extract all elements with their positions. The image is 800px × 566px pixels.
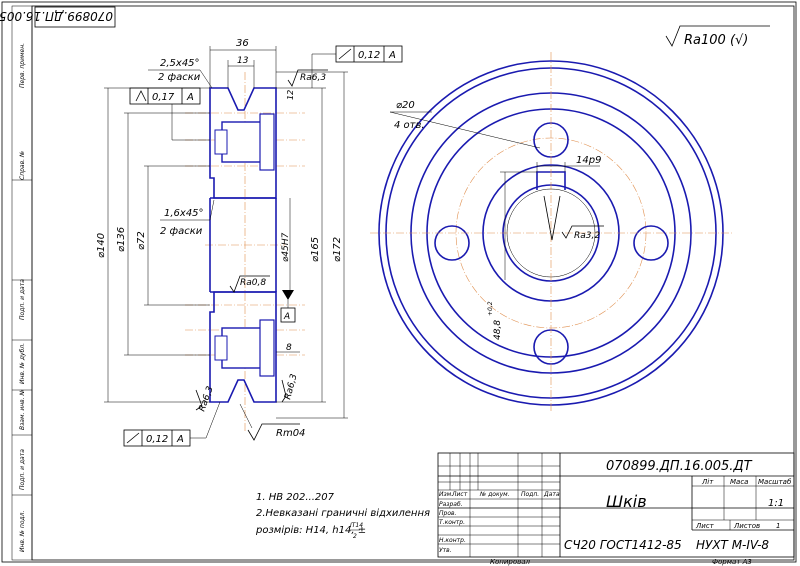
tb-col-scale: Масштаб [758,478,792,486]
tb-row-izm: Изм. [439,491,453,498]
tb-role-2: Пров. [439,510,457,517]
rough-groove: Rm04 [276,428,305,439]
margin-label-5: Взам. инв. № [19,389,26,430]
d-140: ⌀140 [96,233,107,258]
holes-dia: ⌀20 [396,100,415,111]
dim-width: 36 [236,38,249,49]
tb-role-6: Утв. [439,547,452,554]
chamfer-outer-count: 2 фаски [158,72,201,83]
note-line-3: розмірів: H14, h14, ± [255,524,366,536]
tb-row-doc: № докум. [479,491,510,498]
d-136: ⌀136 [116,227,127,252]
svg-text:A: A [176,434,184,445]
tolerance-frame-top: 0,12 A [311,45,403,88]
dim-groove: 13 [237,56,249,66]
general-roughness: Ra100 (√) [665,25,770,48]
svg-text:A: A [186,92,194,103]
rough-key: Ra3,2 [574,231,600,241]
margin-label-6: Подп. и дата [19,449,26,490]
datum-a: A [283,312,290,322]
margin-label-4: Инв. № дубл. [19,343,26,384]
svg-text:0,12: 0,12 [358,50,380,61]
note-line-1: 1. HB 202...207 [256,492,335,503]
d-165: ⌀165 [310,237,321,262]
d-45: ⌀45H7 [281,232,291,262]
roughness-general: Ra100 (√) [684,33,748,48]
tb-sheet-label: Лист [695,522,715,530]
tb-role-1: Разраб. [439,501,463,508]
tb-doc-code: 070899.ДП.16.005.ДТ [606,459,753,474]
tb-material: СЧ20 ГОСТ1412-85 [564,538,682,552]
tb-part-name: Шків [606,492,647,511]
key-depth-tol: +0,2 [487,301,494,316]
hole-left [434,225,470,261]
tb-role-5: Н.контр. [439,537,466,544]
rough-top: Ra6,3 [300,73,326,83]
hole-right [633,225,669,261]
note-frac-num: IT14 [350,522,363,529]
tb-format: Формат А3 [712,558,752,566]
top-left-code: 070899.ДП.16.005.ДТ [0,9,113,23]
svg-text:0,12: 0,12 [146,434,168,445]
tb-row-date: Дата [543,491,560,498]
tb-sheets-label: Листов [733,522,760,530]
rough-bore: Ra0,8 [240,278,266,288]
rough-left-bottom: Ra6,3 [197,385,215,413]
key-width: 14p9 [576,155,601,166]
chamfer-inner-count: 2 фаски [160,226,203,237]
chamfer-outer: 2,5x45° [160,58,200,69]
note-frac-den: 2 [353,533,357,540]
margin-label-1: Перв. примен. [19,43,26,88]
svg-text:0,17: 0,17 [152,92,175,103]
margin-label-2: Справ. № [19,151,26,180]
rough-right-bottom: Ra6,3 [283,373,299,401]
tb-row-list: Лист [451,491,468,498]
technical-notes: 1. HB 202...207 2.Невказані граничні від… [255,492,430,540]
margin-label-3: Подп. и дата [19,279,26,320]
d-172: ⌀172 [332,237,343,262]
dim-top-small: 12 [286,90,295,100]
tb-role-3: Т.контр. [439,519,465,526]
top-left-code-box [34,6,116,28]
dim-bottom-small: 8 [286,343,292,353]
svg-text:A: A [388,50,396,61]
tb-scale-value: 1:1 [768,498,784,509]
section-view: 36 13 2,5x45° 2 фаски 0,17 A 0,12 [96,38,403,447]
tb-col-lit: Літ [701,478,714,486]
tolerance-frame-bottom: 0,12 A [123,401,221,447]
tb-copied: Копировал [490,558,531,566]
tb-sheets-value: 1 [776,522,780,530]
tb-org: НУХТ М-IV-8 [696,538,769,552]
front-view: ⌀20 4 отв. 14p9 Ra3,2 48,8 +0,2 [370,52,732,412]
left-margin-strip: Перв. примен. Справ. № Подп. и дата Инв.… [11,5,33,561]
tb-row-sign: Подп. [521,491,539,498]
chamfer-inner: 1,6x45° [164,208,204,219]
tolerance-frame-left: 0,17 A [129,87,210,141]
title-block: 070899.ДП.16.005.ДТ Изм. Лист № докум. П… [437,452,795,566]
note-line-2: 2.Невказані граничні відхилення [256,507,430,519]
margin-label-7: Инв. № подл. [19,511,26,552]
tb-col-mass: Маса [730,478,748,486]
holes-count: 4 отв. [394,120,425,131]
key-depth: 48,8 [493,320,503,340]
inner-frame [31,5,795,561]
d-72: ⌀72 [136,231,147,250]
